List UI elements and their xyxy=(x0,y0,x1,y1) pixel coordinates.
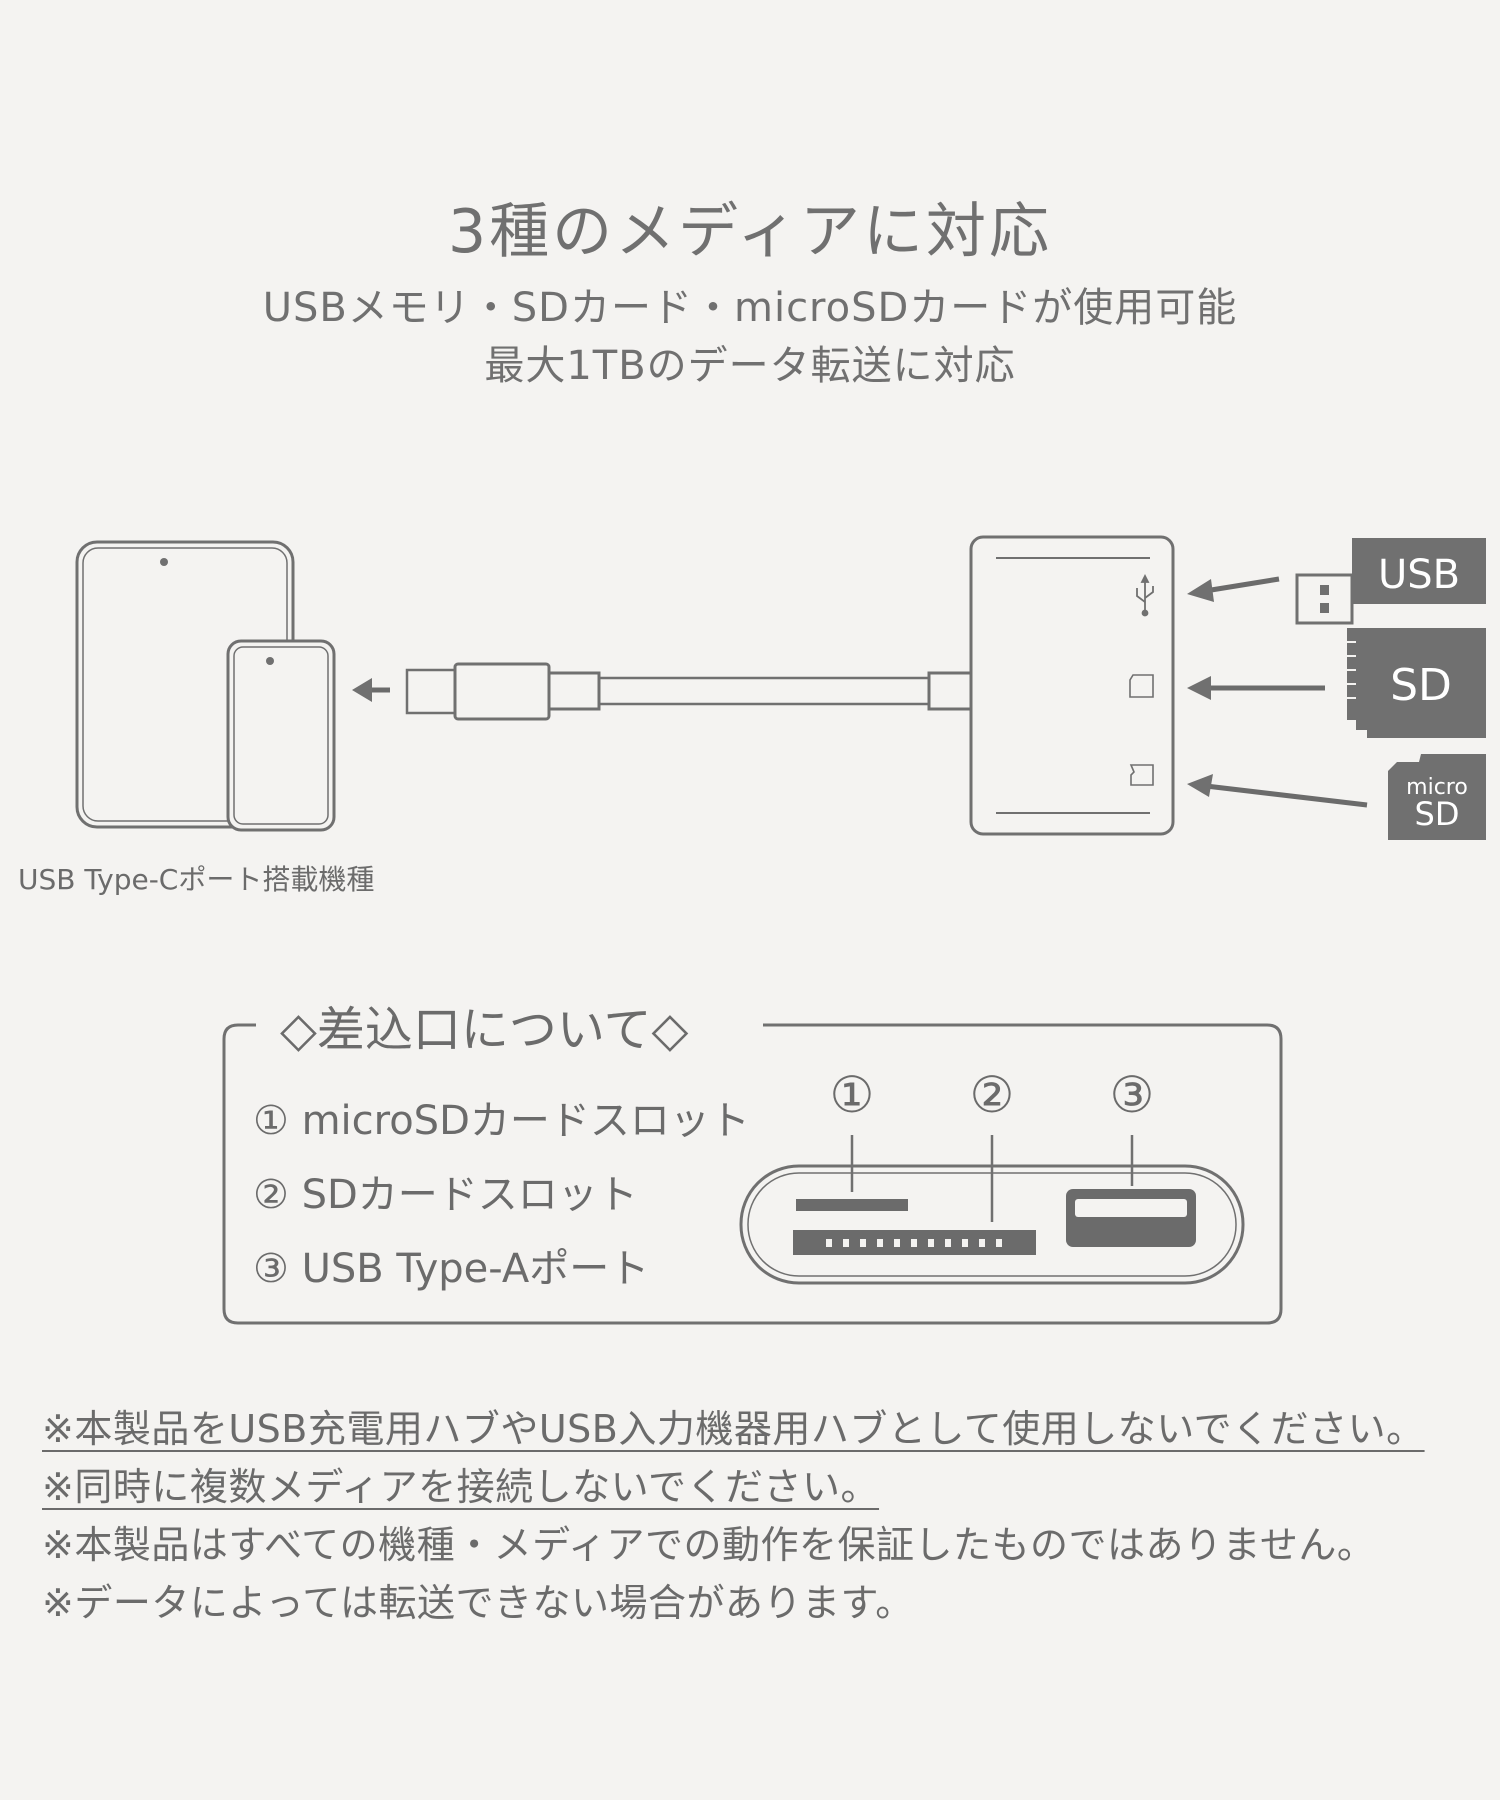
usb-media-icon xyxy=(1352,538,1486,604)
usb-a-port-icon xyxy=(1066,1189,1196,1247)
sd-card-media-icon xyxy=(1347,628,1486,738)
usb-a-contact-icon xyxy=(1320,585,1329,595)
note-single-media: ※同時に複数メディアを接続しないでください。 xyxy=(42,1465,880,1509)
card-reader-hub xyxy=(969,535,1175,836)
page-title: 3種のメディアに対応 xyxy=(448,197,1052,267)
microsd-label-top: micro xyxy=(1406,775,1468,800)
smartphone-icon xyxy=(226,639,336,832)
marker-3: ③ xyxy=(1110,1066,1155,1124)
sd-card-icon xyxy=(1129,674,1154,698)
marker-2: ② xyxy=(970,1066,1015,1124)
port-item-microsd: ① microSDカードスロット xyxy=(253,1098,750,1144)
microsd-slot-icon xyxy=(796,1199,908,1211)
usb-label: USB xyxy=(1378,552,1460,598)
usb-c-cable xyxy=(405,662,973,721)
sd-card-pins-icon xyxy=(1347,641,1356,699)
ports-box-title: ◇差込口について◇ xyxy=(276,990,693,1060)
arrowhead-device-icon xyxy=(352,678,372,702)
arrowhead-microsd-icon xyxy=(1187,774,1213,797)
arrowhead-usb-icon xyxy=(1187,579,1214,602)
tablet-camera-icon xyxy=(160,558,168,566)
microsd-label-bottom: SD xyxy=(1415,795,1460,833)
port-item-usb-a: ③ USB Type-Aポート xyxy=(253,1246,650,1292)
note-no-guarantee: ※本製品はすべての機種・メディアでの動作を保証したものではありません。 xyxy=(42,1523,1376,1567)
subtitle-media: USBメモリ・SDカード・microSDカードが使用可能 xyxy=(262,285,1238,331)
subtitle-capacity: 最大1TBのデータ転送に対応 xyxy=(484,343,1016,389)
sd-label: SD xyxy=(1390,660,1452,711)
usb-icon xyxy=(1136,573,1154,617)
marker-1: ① xyxy=(830,1066,875,1124)
microsd-card-media-icon xyxy=(1388,754,1486,840)
arrowhead-sd-icon xyxy=(1187,676,1211,700)
note-transfer-limit: ※データによっては転送できない場合があります。 xyxy=(42,1581,914,1625)
sd-slot-pins-icon xyxy=(826,1239,1002,1247)
phone-camera-icon xyxy=(266,657,274,665)
device-caption: USB Type-Cポート搭載機種 xyxy=(18,863,375,896)
microsd-card-icon xyxy=(1129,764,1154,786)
arrow-to-usb-slot xyxy=(1204,576,1280,594)
port-item-sd: ② SDカードスロット xyxy=(253,1172,638,1218)
ports-box-frame xyxy=(222,1023,1283,1325)
arrow-to-microsd-slot xyxy=(1205,783,1368,808)
note-no-charging-hub: ※本製品をUSB充電用ハブやUSB入力機器用ハブとして使用しないでください。 xyxy=(42,1407,1425,1451)
usb-a-plug-icon xyxy=(1295,573,1354,625)
